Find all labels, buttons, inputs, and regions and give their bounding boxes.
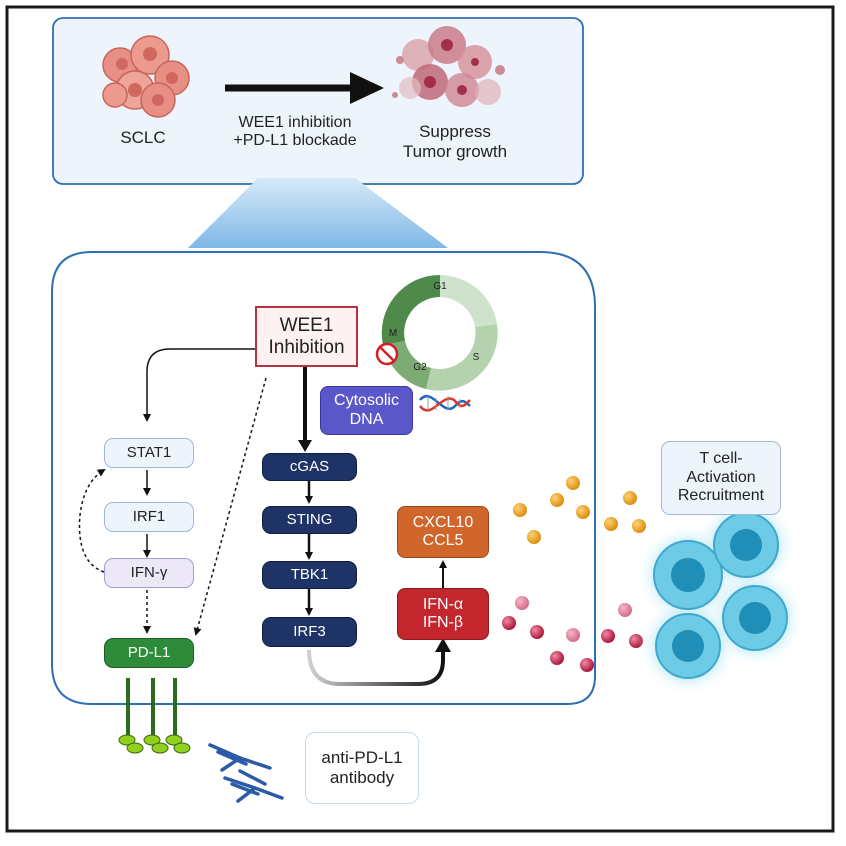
ifn-gamma-node: IFN-γ	[104, 558, 194, 588]
sting-node: STING	[262, 506, 357, 534]
suppressed-tumor-icon	[392, 26, 505, 107]
outcome-label: Suppress Tumor growth	[402, 122, 508, 161]
dna-helix-icon	[419, 395, 471, 412]
blocked-icon	[375, 342, 399, 366]
cytosolic-dna-box: Cytosolic DNA	[320, 386, 413, 435]
arrow-wee1-to-cgas-head	[298, 440, 312, 452]
arrow-ifng-feedback-stat1	[78, 468, 106, 573]
pdl1-node: PD-L1	[104, 638, 194, 668]
chemokine-box: CXCL10 CCL5	[397, 506, 489, 558]
sclc-cell-cluster-icon	[102, 35, 190, 118]
ifn-alpha-beta-box: IFN-α IFN-β	[397, 588, 489, 640]
irf1-node: IRF1	[104, 502, 194, 532]
cgas-node: cGAS	[262, 453, 357, 481]
zoom-funnel	[188, 178, 448, 248]
phase-label-m: M	[389, 328, 397, 339]
phase-label-s: S	[473, 352, 480, 363]
sclc-label: SCLC	[120, 128, 166, 148]
wee1-inhibition-box: WEE1 Inhibition	[255, 306, 358, 367]
arrow-wee1-to-stat1	[143, 348, 255, 422]
phase-label-g2: G2	[413, 362, 427, 373]
arrow-irf3-to-ifn-head	[435, 638, 451, 652]
treatment-arrowhead	[350, 72, 384, 104]
phase-label-g1: G1	[433, 281, 447, 292]
arrow-irf3-to-ifn	[307, 648, 445, 686]
arrow-wee1-to-pdl1	[193, 377, 267, 636]
antibody-icon	[208, 743, 284, 803]
irf3-node: IRF3	[262, 617, 357, 647]
antibody-label: anti-PD-L1 antibody	[305, 732, 419, 804]
t-cells	[636, 495, 805, 696]
t-cell-label: T cell- Activation Recruitment	[661, 441, 781, 515]
tbk1-node: TBK1	[262, 561, 357, 589]
chemokine-beads	[513, 476, 646, 544]
pdl1-receptors	[118, 678, 191, 754]
stat1-node: STAT1	[104, 438, 194, 468]
treatment-label: WEE1 inhibition +PD-L1 blockade	[233, 113, 357, 149]
